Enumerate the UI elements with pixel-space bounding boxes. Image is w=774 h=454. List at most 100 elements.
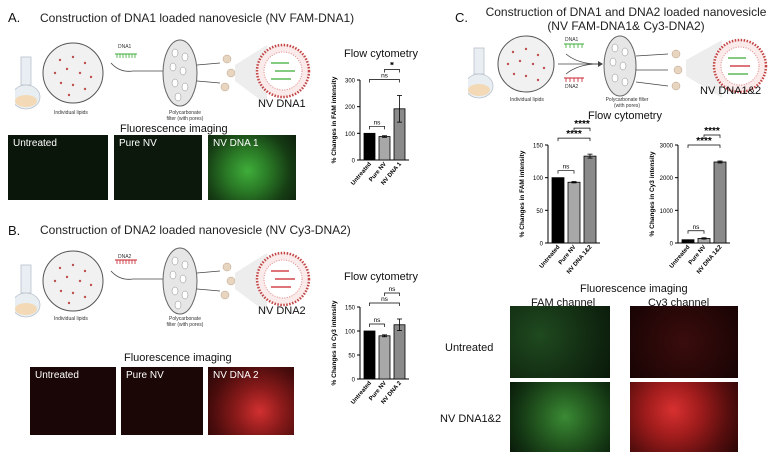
nanovesicle xyxy=(712,38,768,94)
row-nv-label: NV DNA1&2 xyxy=(440,413,502,425)
significance-bracket xyxy=(687,144,721,149)
y-tick-label: 1000 xyxy=(660,209,674,215)
panel-c-title-line1: Construction of DNA1 and DNA2 loaded nan… xyxy=(485,5,767,19)
y-tick-label: 150 xyxy=(533,144,544,150)
lipids-label: Individual lipids xyxy=(54,110,88,116)
significance-bracket xyxy=(369,79,400,83)
y-axis-label: % Changes in Cy3 intensity xyxy=(331,300,338,385)
panel-c-flow-title: Flow cytometry xyxy=(588,110,662,122)
fluo-b-nvdna2: NV DNA 2 xyxy=(208,367,294,435)
panel-c-imaging-title: Fluorescence imaging xyxy=(580,283,688,295)
significance-label: * xyxy=(390,62,394,71)
y-axis-label: % Changes in FAM intensity xyxy=(519,150,526,237)
panel-a-flow-title: Flow cytometry xyxy=(344,48,418,60)
dna1-strand xyxy=(564,43,584,48)
dna2-label: DNA2 xyxy=(118,254,132,260)
significance-bracket xyxy=(384,292,400,296)
significance-label: ns xyxy=(374,119,382,126)
flask-icon xyxy=(468,47,494,99)
panel-a-schematic xyxy=(15,39,311,110)
significance-bracket xyxy=(369,125,385,130)
panel-b-flow-title: Flow cytometry xyxy=(344,271,418,283)
significance-label: ns xyxy=(381,296,389,303)
nanovesicle xyxy=(255,43,311,99)
lipid-circle xyxy=(497,35,555,93)
y-axis-label: % Changes in Cy3 intensity xyxy=(649,151,656,236)
lipids-label-b: Individual lipids xyxy=(54,316,88,322)
lipid-circle xyxy=(42,250,104,312)
panel-c-letter: C. xyxy=(455,10,468,25)
fluo-a-purenv-label: Pure NV xyxy=(119,138,157,149)
significance-label: **** xyxy=(566,129,582,140)
y-axis-label: % Changes in FAM intensity xyxy=(331,76,338,163)
panel-c-title-line2: (NV FAM-DNA1& Cy3-DNA2) xyxy=(547,19,705,33)
dna1-label: DNA1 xyxy=(118,44,132,50)
fluo-b-purenv-label: Pure NV xyxy=(126,370,164,381)
panel-b-title: Construction of DNA2 loaded nanovesicle … xyxy=(40,223,351,237)
nv-dna12-label: NV DNA1&2 xyxy=(700,85,762,97)
panel-a-title: Construction of DNA1 loaded nanovesicle … xyxy=(40,11,355,25)
c-dna1-label: DNA1 xyxy=(565,37,579,43)
fluo-b-untreated: Untreated xyxy=(30,367,116,435)
x-tick-label: Untreated xyxy=(669,244,692,270)
fluo-b-nvdna2-label: NV DNA 2 xyxy=(213,370,259,381)
x-tick-label: Untreated xyxy=(539,244,562,270)
fluo-a-nvdna1: NV DNA 1 xyxy=(208,135,296,200)
panel-c-schematic xyxy=(468,35,768,99)
y-tick-label: 100 xyxy=(533,176,544,182)
significance-bracket xyxy=(703,134,721,139)
panel-b-imaging-title: Fluorescence imaging xyxy=(124,352,232,364)
y-tick-label: 100 xyxy=(345,132,356,138)
significance-label: **** xyxy=(574,119,590,130)
fluo-c-cy3-untreated xyxy=(630,306,738,378)
x-tick-label: Untreated xyxy=(350,380,373,406)
significance-label: ns xyxy=(381,72,389,79)
c-lipids-label: Individual lipids xyxy=(510,97,544,103)
fluo-b-untreated-label: Untreated xyxy=(35,370,79,381)
c-dna2-label: DNA2 xyxy=(565,84,579,90)
nv-dna2-label: NV DNA2 xyxy=(258,305,306,317)
significance-bracket xyxy=(384,69,400,73)
flask-icon xyxy=(15,264,41,318)
bar xyxy=(681,239,695,244)
y-tick-label: 200 xyxy=(345,105,356,111)
flask-icon xyxy=(15,56,41,110)
y-tick-label: 3000 xyxy=(660,144,674,150)
bar xyxy=(363,330,376,380)
significance-label: **** xyxy=(696,136,712,147)
bar xyxy=(378,335,391,380)
dna-strand xyxy=(115,53,137,58)
fluo-c-cy3-nv xyxy=(630,382,738,452)
filter-membrane xyxy=(162,247,198,315)
fluo-a-untreated: Untreated xyxy=(8,135,108,200)
significance-bracket xyxy=(557,137,591,142)
bar xyxy=(551,177,565,244)
fluo-a-purenv: Pure NV xyxy=(114,135,202,200)
significance-bracket xyxy=(687,230,705,234)
significance-label: ns xyxy=(389,286,397,293)
significance-label: ns xyxy=(693,224,701,231)
fluo-a-nvdna1-label: NV DNA 1 xyxy=(213,138,259,149)
y-tick-label: 0 xyxy=(352,378,356,384)
nanovesicle xyxy=(255,251,311,307)
fluo-b-purenv: Pure NV xyxy=(121,367,203,435)
row-untreated-label: Untreated xyxy=(445,342,494,354)
significance-bracket xyxy=(369,323,385,327)
significance-label: **** xyxy=(704,126,720,137)
fluo-c-fam-nv xyxy=(510,382,610,452)
y-tick-label: 2000 xyxy=(660,176,674,182)
panel-b-schematic xyxy=(15,247,311,318)
nv-dna1-label: NV DNA1 xyxy=(258,98,306,110)
c-filter-label: Polycarbonate filter (with pores) xyxy=(605,97,649,109)
filter-label-b: Polycarbonate filter (with pores) xyxy=(166,316,204,328)
y-tick-label: 100 xyxy=(345,330,356,336)
significance-bracket xyxy=(557,170,575,174)
dna-strand xyxy=(115,259,137,264)
panel-c-title: Construction of DNA1 and DNA2 loaded nan… xyxy=(478,5,774,33)
panel-b-letter: B. xyxy=(8,223,21,238)
filter-membrane xyxy=(603,35,637,97)
y-tick-label: 50 xyxy=(348,354,355,360)
